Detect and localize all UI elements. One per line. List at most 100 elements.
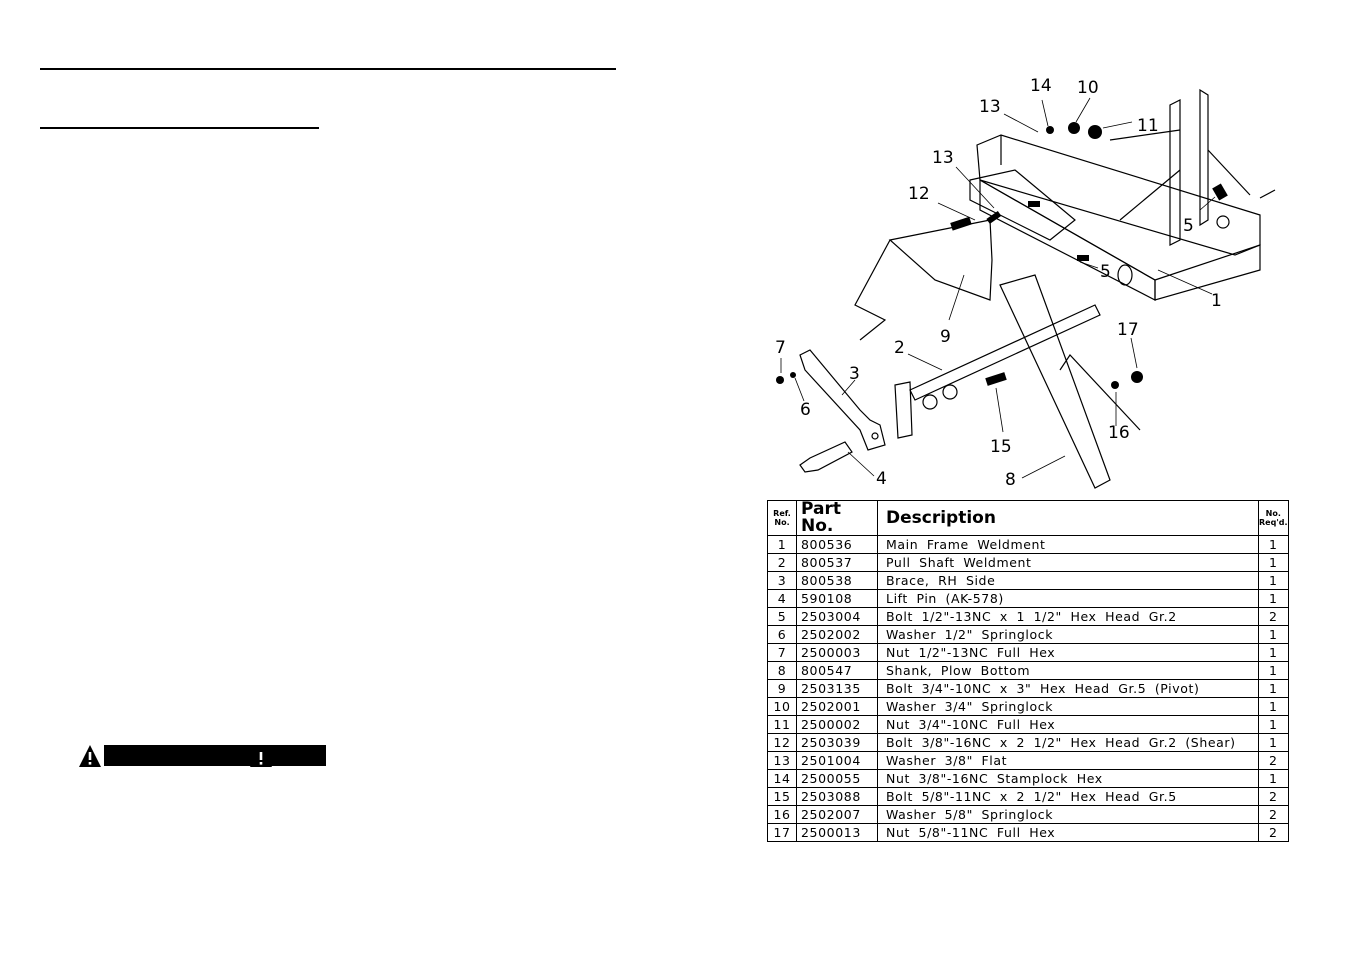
qty-cell: 1 [1258, 553, 1289, 572]
qty-cell: 1 [1258, 535, 1289, 554]
part-no-cell: 2502007 [796, 805, 878, 824]
ref-cell: 13 [767, 751, 797, 770]
ref-cell: 7 [767, 643, 797, 662]
ref-cell: 2 [767, 553, 797, 572]
callout-label: 4 [876, 469, 887, 489]
ref-cell: 17 [767, 823, 797, 842]
part-no-cell: 800536 [796, 535, 878, 554]
part-no-cell: 2500003 [796, 643, 878, 662]
part-no-cell: 2502001 [796, 697, 878, 716]
part-no-cell: 2503004 [796, 607, 878, 626]
heading-rule [40, 68, 616, 70]
table-header-row: Ref. No. Part No. Description No. Req'd. [767, 500, 1289, 536]
qty-cell: 2 [1258, 751, 1289, 770]
qty-cell: 1 [1258, 589, 1289, 608]
callout-label: 3 [849, 364, 860, 384]
qty-cell: 2 [1258, 805, 1289, 824]
ref-cell: 10 [767, 697, 797, 716]
ref-cell: 3 [767, 571, 797, 590]
qty-cell: 2 [1258, 607, 1289, 626]
qty-cell: 2 [1258, 823, 1289, 842]
description-cell: Washer 3/8" Flat [877, 751, 1259, 770]
part-no-cell: 800538 [796, 571, 878, 590]
shank-drawing [999, 274, 1141, 489]
qty-cell: 1 [1258, 769, 1289, 788]
part-no-cell: 590108 [796, 589, 878, 608]
ref-cell: 8 [767, 661, 797, 680]
part-no-cell: 2503135 [796, 679, 878, 698]
callout-label: 15 [990, 437, 1012, 457]
part-no-cell: 2501004 [796, 751, 878, 770]
ref-cell: 5 [767, 607, 797, 626]
callout-label: 9 [940, 327, 951, 347]
description-cell: Brace, RH Side [877, 571, 1259, 590]
main-frame-drawing [854, 88, 1276, 341]
description-cell: Nut 3/4"-10NC Full Hex [877, 715, 1259, 734]
part-no-cell: 2502002 [796, 625, 878, 644]
part-no-header: Part No. [796, 500, 878, 536]
fastener-drawings [776, 122, 1228, 389]
description-cell: Washer 1/2" Springlock [877, 625, 1259, 644]
parts-list-table: Ref. No. Part No. Description No. Req'd.… [767, 500, 1289, 842]
callout-label: 16 [1108, 423, 1130, 443]
qty-cell: 1 [1258, 643, 1289, 662]
callout-label: 1 [1211, 291, 1222, 311]
description-cell: Nut 3/8"-16NC Stamplock Hex [877, 769, 1259, 788]
part-no-cell: 2500055 [796, 769, 878, 788]
description-cell: Bolt 3/4"-10NC x 3" Hex Head Gr.5 (Pivot… [877, 679, 1259, 698]
description-cell: Bolt 1/2"-13NC x 1 1/2" Hex Head Gr.2 [877, 607, 1259, 626]
ref-cell: 15 [767, 787, 797, 806]
warning-triangle-icon [250, 745, 272, 767]
qty-cell: 1 [1258, 625, 1289, 644]
warning-label-bar [104, 745, 326, 766]
subheading-rule [40, 127, 319, 129]
qty-cell: 1 [1258, 715, 1289, 734]
callout-label: 13 [932, 148, 954, 168]
ref-cell: 14 [767, 769, 797, 788]
ref-cell: 9 [767, 679, 797, 698]
warning-banner [78, 744, 326, 768]
description-cell: Pull Shaft Weldment [877, 553, 1259, 572]
description-cell: Washer 3/4" Springlock [877, 697, 1259, 716]
description-cell: Nut 1/2"-13NC Full Hex [877, 643, 1259, 662]
callout-label: 6 [800, 400, 811, 420]
ref-no-header: Ref. No. [767, 500, 797, 536]
callout-label: 12 [908, 184, 930, 204]
ref-cell: 12 [767, 733, 797, 752]
ref-cell: 16 [767, 805, 797, 824]
description-cell: Shank, Plow Bottom [877, 661, 1259, 680]
callout-label: 13 [979, 97, 1001, 117]
qty-cell: 1 [1258, 697, 1289, 716]
callout-label: 8 [1005, 470, 1016, 490]
pull-shaft-drawing [894, 304, 1101, 439]
callout-labels: 14 10 13 11 13 12 5 5 1 9 7 2 3 17 6 15 … [775, 76, 1222, 490]
qty-cell: 1 [1258, 733, 1289, 752]
part-no-cell: 2500013 [796, 823, 878, 842]
leader-lines [780, 97, 1216, 479]
description-cell: Lift Pin (AK-578) [877, 589, 1259, 608]
description-cell: Bolt 3/8"-16NC x 2 1/2" Hex Head Gr.2 (S… [877, 733, 1259, 752]
part-no-cell: 800547 [796, 661, 878, 680]
ref-cell: 4 [767, 589, 797, 608]
callout-label: 14 [1030, 76, 1052, 96]
description-cell: Washer 5/8" Springlock [877, 805, 1259, 824]
ref-cell: 11 [767, 715, 797, 734]
callout-label: 10 [1077, 78, 1099, 98]
callout-label: 17 [1117, 320, 1139, 340]
